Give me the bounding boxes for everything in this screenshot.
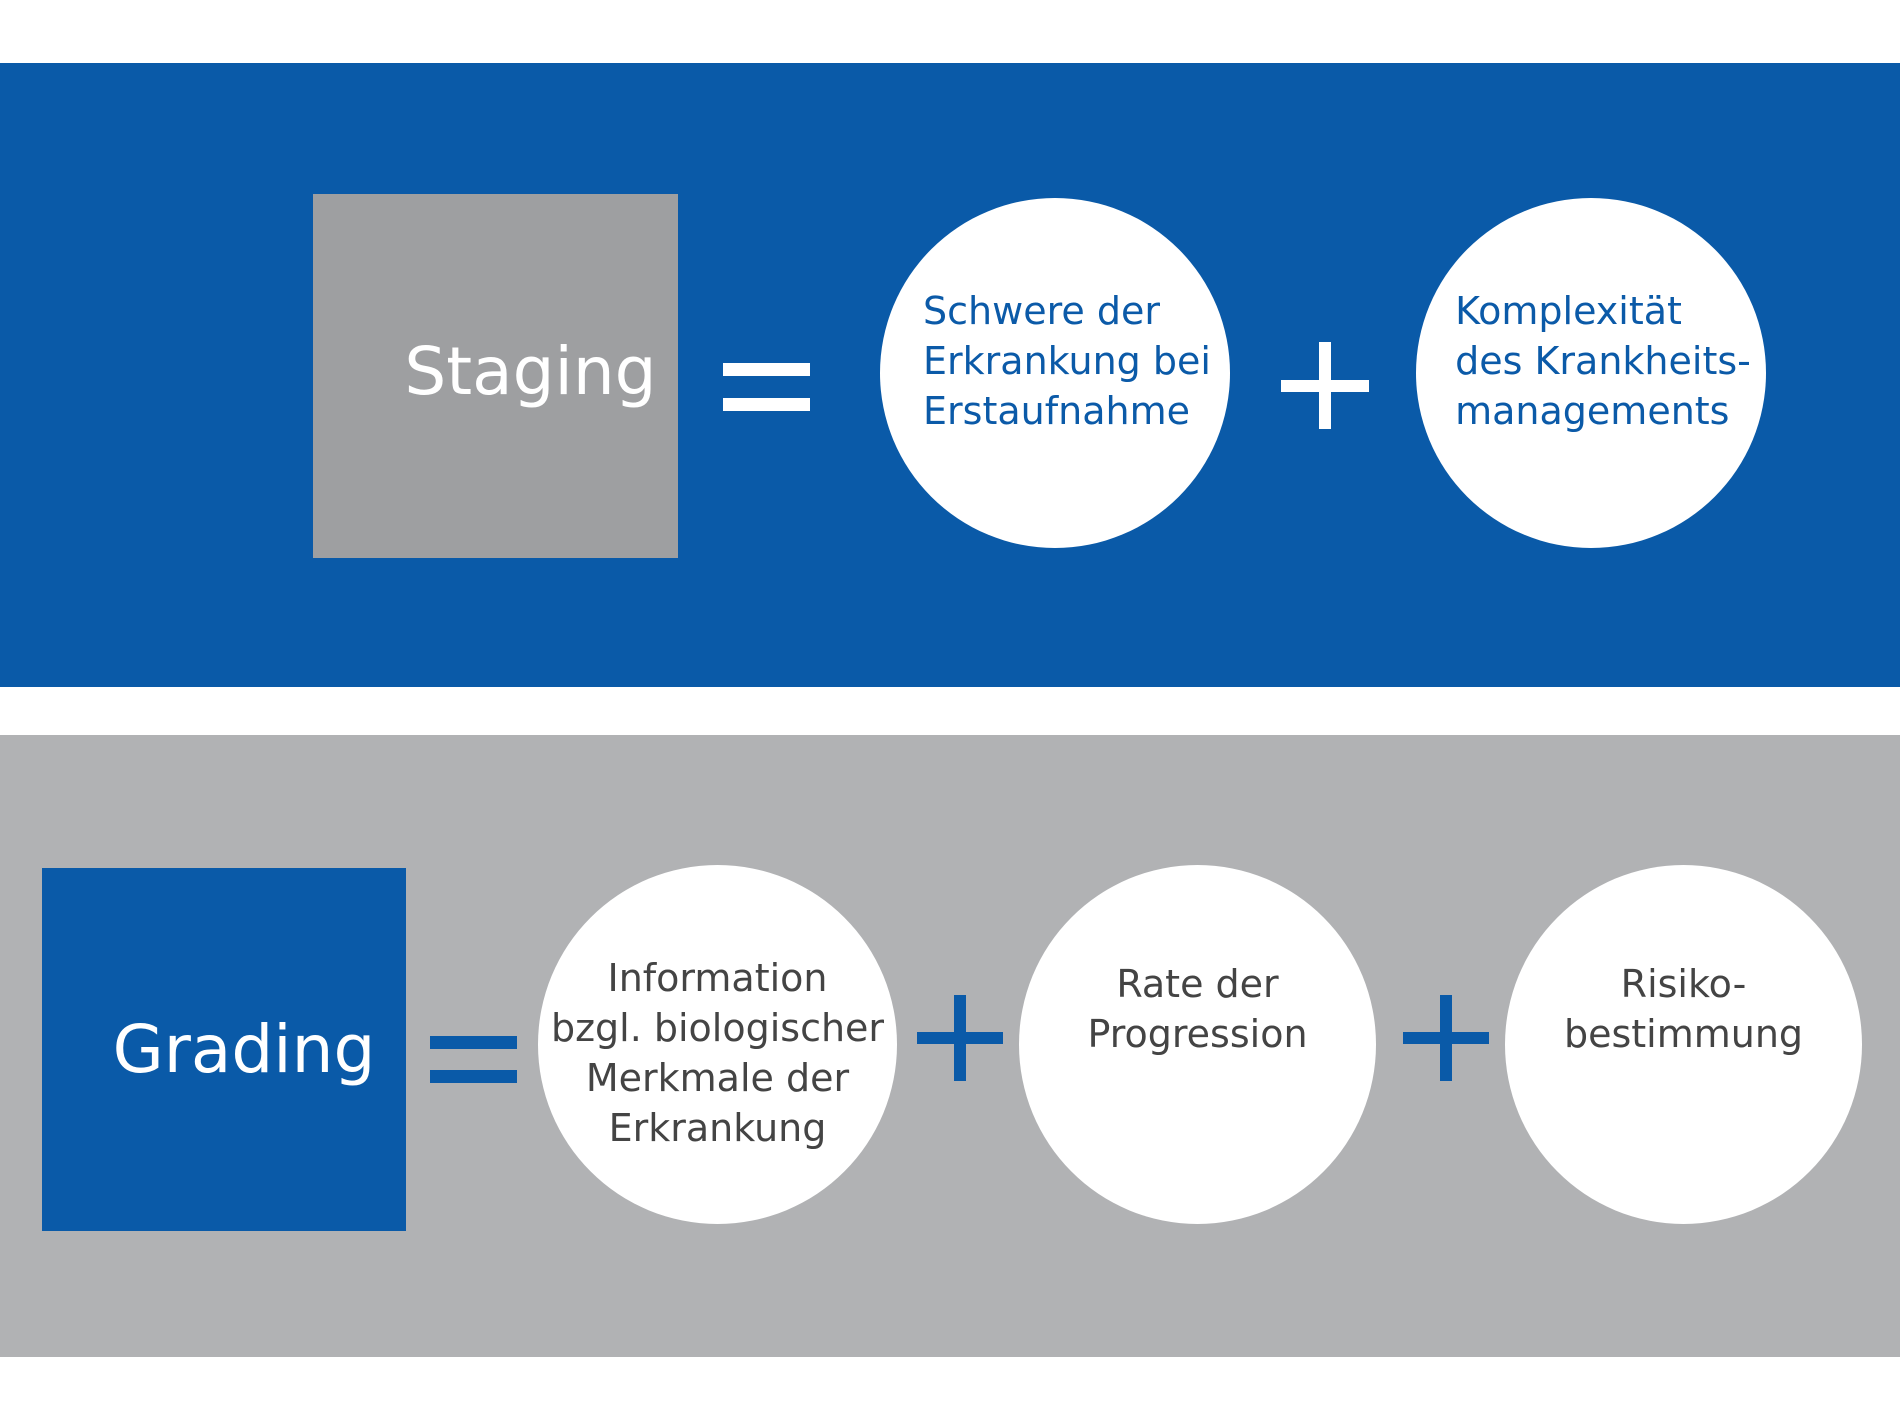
staging-term-complexity-text: Komplexität des Krankheits- managements [1455, 289, 1751, 433]
grading-label: Grading [112, 1011, 376, 1088]
grading-term-progression: Rate der Progression [1019, 865, 1376, 1224]
grading-term-biological: Information bzgl. biologischer Merkmale … [538, 865, 897, 1224]
grading-term-risk: Risiko- bestimmung [1505, 865, 1862, 1224]
grading-term-biological-text: Information bzgl. biologischer Merkmale … [550, 956, 885, 1150]
staging-label: Staging [404, 332, 657, 410]
staging-term-severity-text: Schwere der Erkrankung bei Erstaufnahme [923, 289, 1211, 433]
grading-box: Grading [42, 868, 406, 1231]
grading-plus-icon-1 [917, 995, 1003, 1081]
grading-term-progression-text: Rate der Progression [1087, 962, 1308, 1056]
staging-box: Staging [313, 194, 678, 558]
grading-equals-icon [430, 1036, 517, 1083]
staging-plus-icon [1281, 342, 1369, 429]
staging-term-complexity: Komplexität des Krankheits- managements [1416, 198, 1766, 548]
staging-equals-icon [723, 363, 810, 411]
staging-term-severity: Schwere der Erkrankung bei Erstaufnahme [880, 198, 1230, 548]
grading-plus-icon-2 [1403, 995, 1489, 1081]
grading-term-risk-text: Risiko- bestimmung [1563, 962, 1804, 1056]
